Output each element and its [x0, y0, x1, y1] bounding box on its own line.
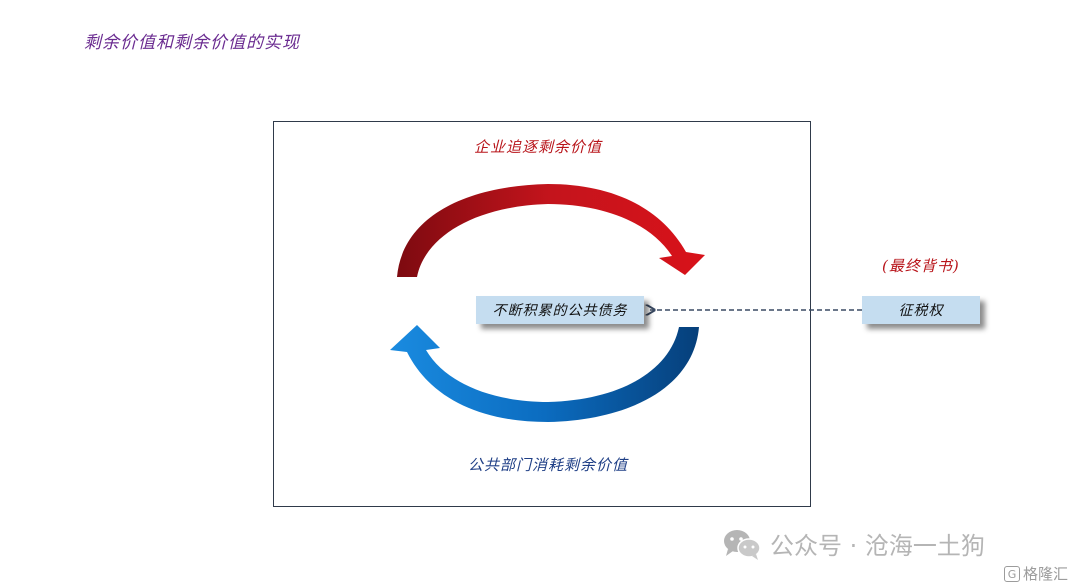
top-cycle-label: 企业追逐剩余价值: [474, 138, 603, 156]
watermark: 公众号 · 沧海一土狗: [722, 526, 985, 561]
corner-logo-icon: G: [1004, 565, 1020, 582]
bottom-cycle-label: 公共部门消耗剩余价值: [468, 456, 629, 474]
taxing-power-box: 征税权: [862, 296, 980, 324]
public-debt-box: 不断积累的公共债务: [476, 296, 644, 324]
wechat-icon: [724, 529, 761, 560]
corner-logo-text: 格隆汇: [1023, 565, 1069, 583]
taxing-power-box-label: 征税权: [898, 303, 944, 319]
blue-cycle-arrow: [390, 325, 699, 422]
public-debt-box-label: 不断积累的公共债务: [492, 303, 628, 319]
red-cycle-arrow: [397, 184, 705, 277]
page-title: 剩余价值和剩余价值的实现: [84, 33, 300, 53]
watermark-text: 公众号 · 沧海一土狗: [770, 532, 985, 560]
diagram-frame: [273, 121, 811, 507]
final-endorsement-label: (最终背书): [882, 257, 960, 275]
corner-logo: G 格隆汇: [1004, 563, 1068, 584]
